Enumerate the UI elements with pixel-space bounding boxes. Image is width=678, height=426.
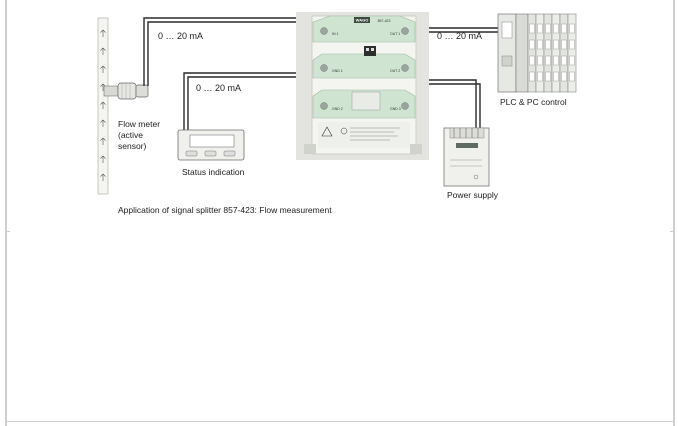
- flow-pipe: [97, 17, 109, 195]
- flow-arrow-icon: [100, 47, 106, 55]
- flow-arrow-icon: [100, 119, 106, 127]
- flow-arrow-icon: [100, 101, 106, 109]
- signal-label-status: 0 … 20 mA: [196, 83, 241, 93]
- plc-terminal: [545, 39, 551, 50]
- plc-terminal: [553, 23, 559, 34]
- flow-arrow-icon: [100, 83, 106, 91]
- flow-meter-label-line3: sensor): [118, 141, 147, 151]
- plc-terminal: [561, 55, 567, 66]
- flow-arrow-icon: [100, 173, 106, 181]
- power-supply-icon: [443, 127, 490, 187]
- plc-terminal: [545, 55, 551, 66]
- plc-terminal: [553, 71, 559, 82]
- flow-arrow-icon: [100, 29, 106, 37]
- wire-sensor-in-a: [143, 17, 318, 86]
- plc-io-modules: [527, 13, 577, 93]
- plc-terminal: [529, 55, 535, 66]
- plc-terminal: [569, 55, 575, 66]
- terminal-in1: IN 1: [332, 32, 338, 36]
- plc-terminal: [569, 39, 575, 50]
- plc-icon: [497, 13, 577, 93]
- frame-bottom-border: [5, 421, 675, 422]
- terminal-gnd1: GND 1: [332, 69, 343, 73]
- flow-arrow-icon: [100, 65, 106, 73]
- frame-left-border: [5, 0, 7, 426]
- flow-direction-arrows: [100, 29, 106, 181]
- terminal-out2: OUT 2: [390, 69, 400, 73]
- plc-terminal: [529, 71, 535, 82]
- flow-arrow-icon: [100, 137, 106, 145]
- status-indication-label: Status indication: [182, 167, 245, 177]
- plc-terminal: [529, 23, 535, 34]
- status-indication-icon: [177, 129, 245, 161]
- plc-terminal: [561, 39, 567, 50]
- terminal-out1: OUT 1: [390, 32, 400, 36]
- plc-terminal: [529, 39, 535, 50]
- device-brand: WAGO: [356, 18, 369, 23]
- power-supply-label: Power supply: [447, 190, 499, 200]
- signal-label-sensor: 0 … 20 mA: [158, 31, 203, 41]
- plc-module: [567, 13, 577, 93]
- signal-label-plc: 0 … 20 mA: [437, 31, 482, 41]
- plc-terminal: [537, 55, 543, 66]
- flow-meter-label-line1: Flow meter: [118, 119, 160, 129]
- figure-caption: Application of signal splitter 857-423: …: [118, 205, 332, 215]
- plc-terminal: [553, 55, 559, 66]
- flow-meter-icon: [103, 82, 149, 100]
- plc-terminal: [553, 39, 559, 50]
- plc-terminal: [537, 23, 543, 34]
- plc-terminal: [545, 71, 551, 82]
- flow-meter-label-line2: (active: [118, 130, 143, 140]
- flow-arrow-icon: [100, 155, 106, 163]
- plc-label: PLC & PC control: [500, 97, 567, 107]
- signal-splitter-device: WAGO 857-423 IN 1 OUT 1 GND 1 OUT 2 GND …: [296, 12, 429, 160]
- frame-tick-right: [670, 231, 675, 232]
- terminal-gnd2: GND 2: [332, 107, 343, 111]
- terminal-gnd3: GND 3: [390, 107, 401, 111]
- plc-terminal: [569, 23, 575, 34]
- frame-tick-left: [5, 231, 10, 232]
- plc-terminal: [537, 39, 543, 50]
- plc-terminal: [561, 23, 567, 34]
- plc-terminal: [545, 23, 551, 34]
- device-model: 857-423: [378, 19, 391, 23]
- frame-right-border: [673, 0, 675, 426]
- plc-terminal: [561, 71, 567, 82]
- plc-terminal: [537, 71, 543, 82]
- plc-terminal: [569, 71, 575, 82]
